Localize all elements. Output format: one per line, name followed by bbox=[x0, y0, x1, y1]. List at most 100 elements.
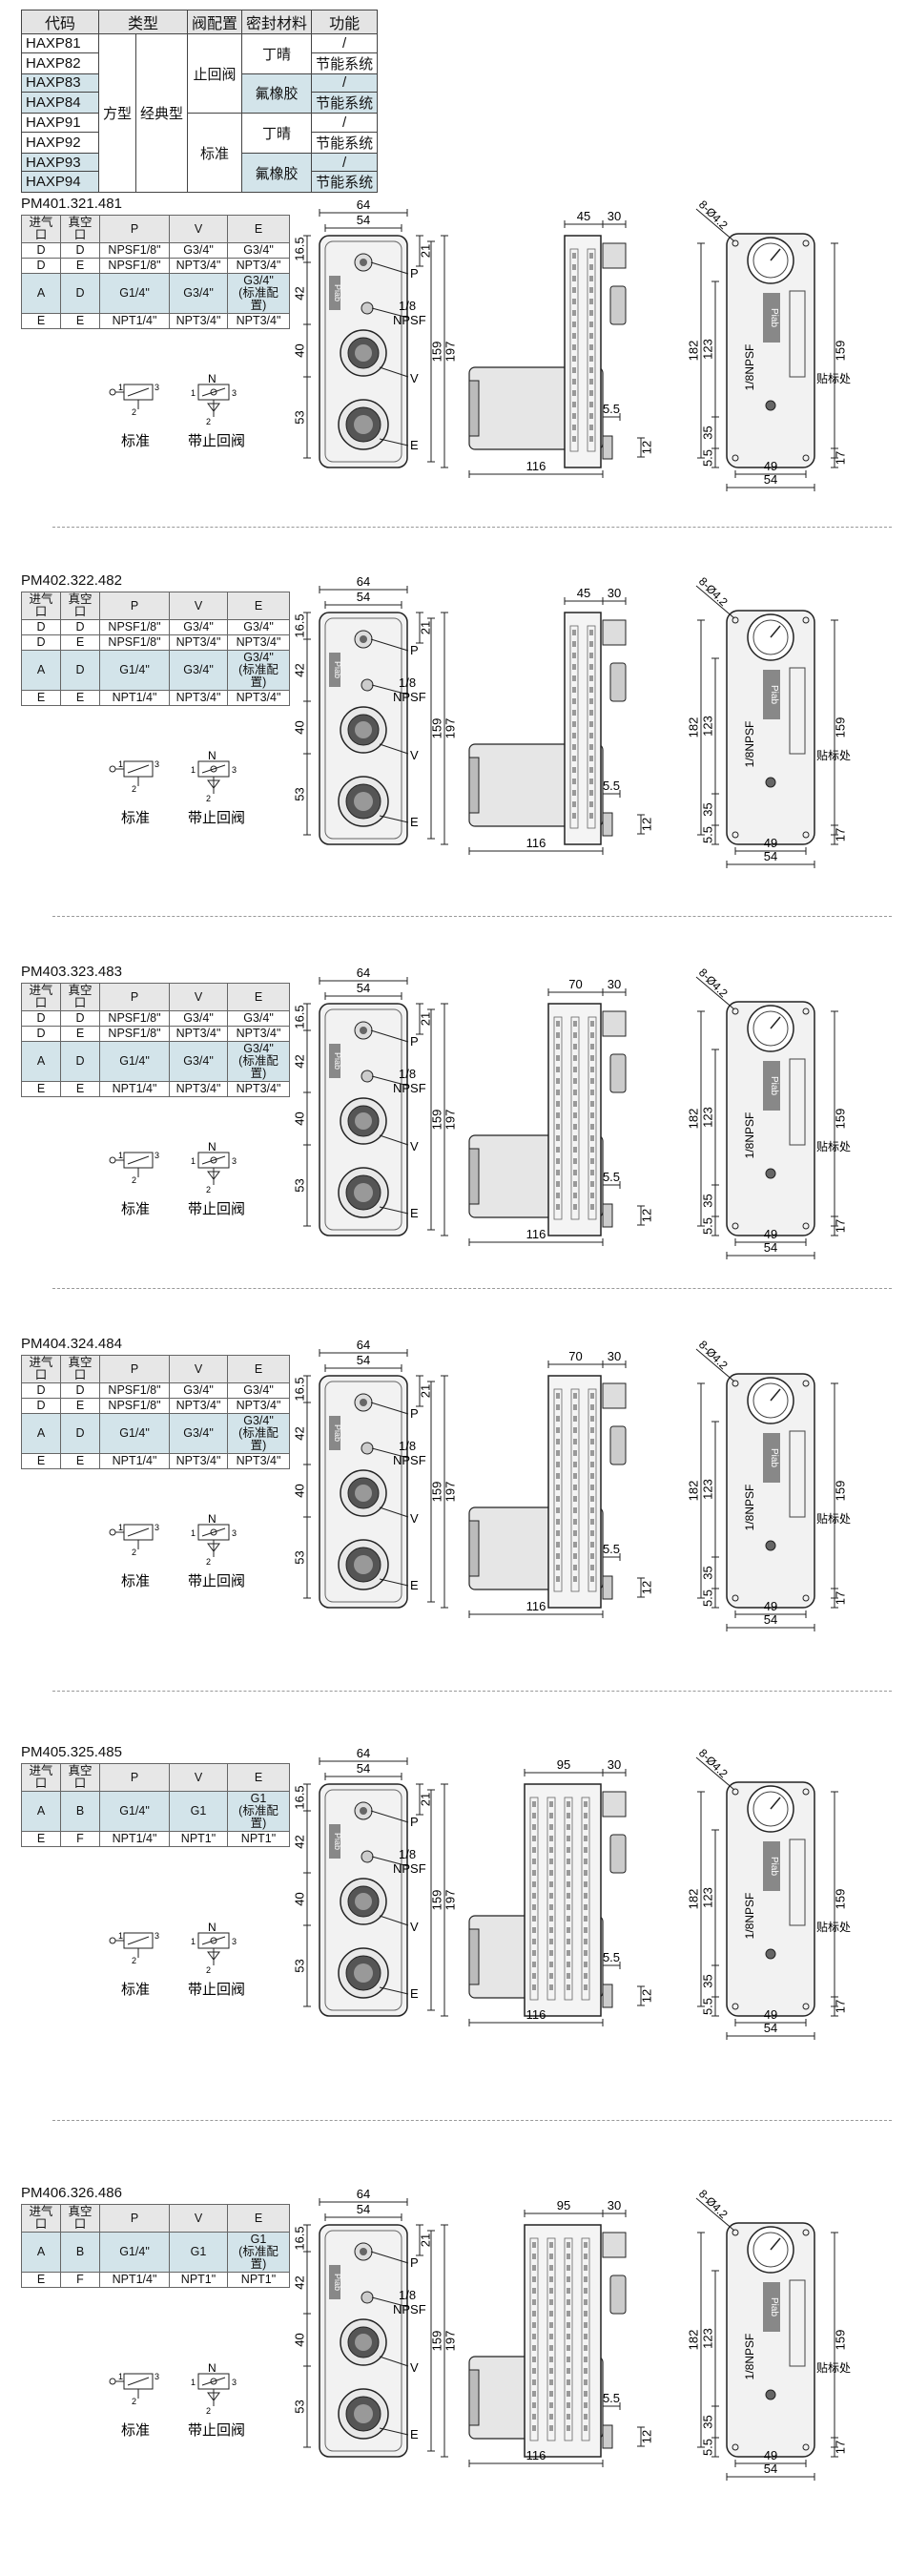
dimension-horizontal: 70 bbox=[547, 1349, 604, 1368]
side-view bbox=[468, 1375, 627, 1609]
dimension-label: 54 bbox=[357, 1353, 370, 1367]
dimension-label: 12 bbox=[639, 818, 653, 831]
npsf-label: 1/8NPSF bbox=[743, 1485, 756, 1531]
brand-logo: Piab bbox=[769, 1076, 779, 1095]
side-view bbox=[468, 612, 627, 845]
spec-header: E bbox=[227, 215, 290, 243]
dimension-vertical: 21 bbox=[416, 2224, 432, 2256]
technical-drawing: Piab P 1/8 NPSF V E 64 54 16.5 42 40 bbox=[292, 574, 851, 868]
spec-cell: G3/4" bbox=[227, 242, 290, 259]
dimension-label: 53 bbox=[292, 410, 306, 424]
spec-header: E bbox=[227, 2204, 290, 2233]
spec-header: 进气口 bbox=[21, 2204, 61, 2233]
dimension-label: 40 bbox=[292, 720, 306, 734]
technical-drawing: Piab P 1/8 NPSF V E 64 54 16.5 42 40 bbox=[292, 1338, 851, 1631]
pneumatic-symbols: 1 3 2 N 1 3 2 标准 带止回阀 bbox=[109, 372, 245, 449]
dimension-horizontal: 54 bbox=[726, 472, 815, 491]
dimension-horizontal: 54 bbox=[324, 590, 402, 609]
dimension-label: 116 bbox=[526, 1227, 546, 1241]
dimension-label: 40 bbox=[292, 343, 306, 357]
port-v-label: V bbox=[410, 1139, 419, 1153]
spec-cell: G3/4" bbox=[227, 619, 290, 635]
spec-cell: G1 bbox=[169, 2232, 228, 2273]
dimension-label: 53 bbox=[292, 1178, 306, 1192]
spec-cell: G3/4" bbox=[227, 1382, 290, 1399]
dimension-vertical: 21 bbox=[416, 1003, 432, 1035]
dimension-vertical: 182 bbox=[686, 242, 705, 459]
check-valve-symbol: N 1 3 2 bbox=[191, 749, 237, 803]
dimension-label: 116 bbox=[526, 1599, 546, 1613]
port-number: 1 bbox=[191, 1937, 196, 1946]
symbol-n-label: N bbox=[208, 1512, 216, 1526]
dimension-label: 54 bbox=[357, 213, 370, 227]
dimension-label: 12 bbox=[639, 2430, 653, 2443]
spec-header: 进气口 bbox=[21, 1763, 61, 1792]
side-view bbox=[468, 235, 627, 468]
dimension-label: 40 bbox=[292, 1892, 306, 1905]
spec-cell: NPT1/4" bbox=[99, 313, 170, 329]
symbol-n-label: N bbox=[208, 1921, 216, 1934]
type-main-cell: 方型 bbox=[97, 32, 137, 194]
dimension-label: 182 bbox=[686, 341, 700, 362]
dimension-horizontal: 49 bbox=[734, 836, 807, 855]
dimension-horizontal: 54 bbox=[324, 981, 402, 1000]
dimension-vertical: 53 bbox=[292, 1924, 311, 2007]
technical-drawing: Piab P 1/8 NPSF V E 64 54 16.5 42 40 bbox=[292, 1746, 851, 2040]
header-function: 功能 bbox=[311, 10, 379, 34]
port-number: 2 bbox=[206, 1965, 211, 1975]
dimension-label: 159 bbox=[429, 718, 443, 739]
dimension-label: 159 bbox=[833, 1109, 847, 1130]
dimension-label: 53 bbox=[292, 2399, 306, 2413]
section-divider bbox=[52, 527, 892, 528]
dimension-label: 64 bbox=[357, 1338, 370, 1352]
dimension-vertical: 159 bbox=[831, 1382, 847, 1599]
dimension-label: 116 bbox=[526, 2007, 546, 2022]
spec-cell: NPSF1/8" bbox=[99, 1382, 170, 1399]
port-number: 2 bbox=[132, 1175, 136, 1185]
dimension-label: 64 bbox=[357, 197, 370, 212]
model-number: PM406.326.486 bbox=[21, 2185, 122, 2201]
dimension-label: 123 bbox=[700, 339, 714, 360]
dimension-label: 35 bbox=[700, 1194, 714, 1207]
dimension-vertical: 42 bbox=[292, 2251, 311, 2315]
port-number: 1 bbox=[191, 2378, 196, 2387]
spec-cell: G3/4" bbox=[169, 650, 228, 691]
dimension-label: 159 bbox=[429, 1482, 443, 1503]
dimension-label: 70 bbox=[568, 977, 582, 991]
dimension-label: 123 bbox=[700, 2328, 714, 2349]
spec-header: E bbox=[227, 983, 290, 1011]
spec-cell: NPT3/4" bbox=[227, 258, 290, 274]
dimension-vertical: 42 bbox=[292, 1810, 311, 1874]
dimension-horizontal: 95 bbox=[524, 1757, 604, 1776]
dimension-label: 197 bbox=[443, 342, 457, 363]
npsf-label: 1/8NPSF bbox=[743, 1893, 756, 1940]
brand-logo: Piab bbox=[769, 1857, 779, 1876]
dimension-label: 197 bbox=[443, 718, 457, 739]
dimension-horizontal: 116 bbox=[468, 459, 604, 478]
dimension-label: 30 bbox=[608, 209, 621, 223]
dimension-vertical: 17 bbox=[831, 824, 847, 845]
spec-cell: G1/4" bbox=[99, 650, 170, 691]
dimension-vertical: 5.5 bbox=[700, 2437, 719, 2458]
dimension-vertical: 12 bbox=[637, 814, 653, 835]
dimension-label: 35 bbox=[700, 2415, 714, 2428]
technical-drawing: Piab P 1/8 NPSF V E 64 54 16.5 42 40 bbox=[292, 2187, 851, 2481]
port-number: 2 bbox=[132, 2397, 136, 2406]
spec-header: 真空口 bbox=[60, 1763, 100, 1792]
symbol-n-label: N bbox=[208, 372, 216, 385]
dimension-label: 116 bbox=[526, 836, 546, 850]
pneumatic-symbols: 1 3 2 N 1 3 2 标准 带止回阀 bbox=[109, 1512, 245, 1589]
variant-code-table: 代码 类型 阀配置 密封材料 功能 HAXP81 方型 经典型 止回阀 丁晴 /… bbox=[21, 10, 379, 194]
spec-cell: G1/4" bbox=[99, 273, 170, 314]
dimension-vertical: 123 bbox=[700, 1829, 719, 1966]
port-number: 1 bbox=[118, 383, 123, 392]
symbol-n-label: N bbox=[208, 1140, 216, 1153]
spec-cell: A bbox=[21, 1041, 61, 1082]
spec-cell: NPT3/4" bbox=[169, 313, 228, 329]
